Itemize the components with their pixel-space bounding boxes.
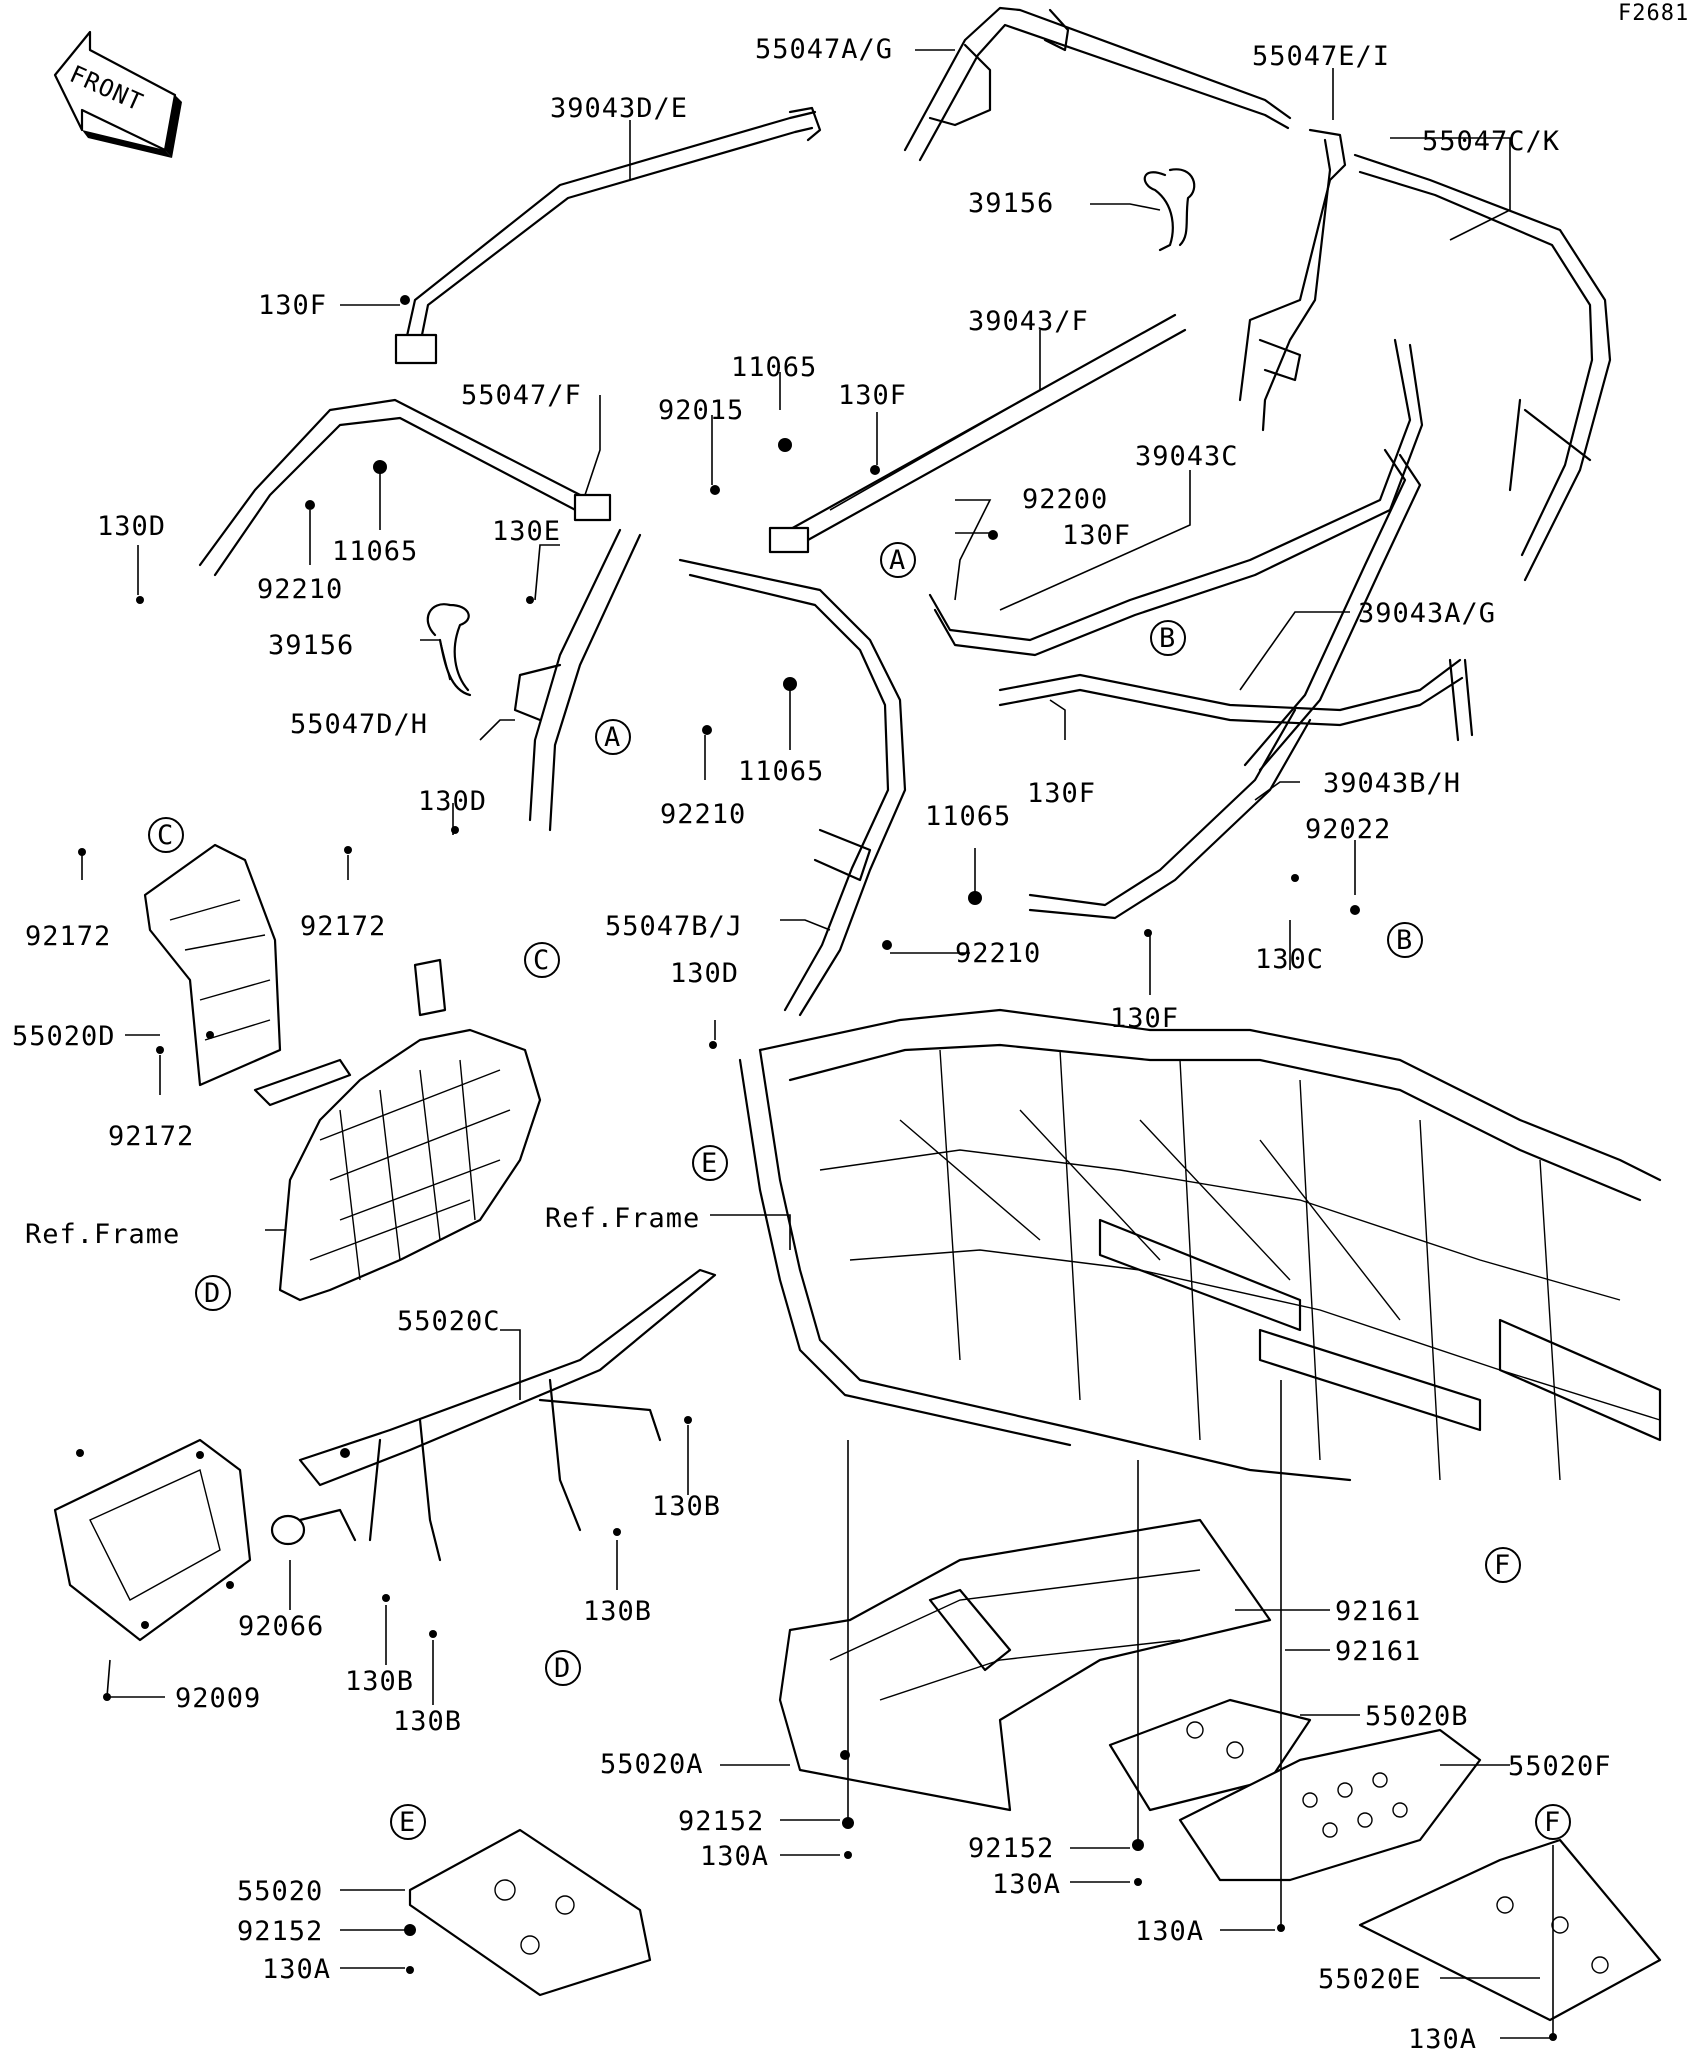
callout-39043C: 39043C [1135, 441, 1239, 472]
callout-130B-a: 130B [652, 1491, 721, 1522]
callout-55020D: 55020D [12, 1021, 116, 1052]
main-frame [738, 1008, 1662, 1482]
ref-bubble-C1: C [148, 817, 184, 853]
ref-bubble-B2: B [1387, 922, 1423, 958]
svg-text:F: F [1544, 1807, 1561, 1838]
callout-130F-b: 130F [838, 380, 907, 411]
callout-130A-e: 130A [1408, 2024, 1477, 2050]
callout-55047-F: 55047/F [461, 380, 582, 411]
callout-ref-frame-left: Ref.Frame [25, 1219, 180, 1250]
callout-130F-a: 130F [258, 290, 327, 321]
skid-plates [408, 1518, 1662, 2022]
callout-92172-c: 92172 [108, 1121, 194, 1152]
callout-130E: 130E [492, 516, 561, 547]
callout-92152-b: 92152 [968, 1833, 1054, 1864]
svg-text:F: F [1494, 1550, 1511, 1581]
front-arrow-icon: FRONT [53, 30, 182, 158]
callout-92152-a: 92152 [678, 1806, 764, 1837]
callout-39043-F: 39043/F [968, 306, 1089, 337]
ref-bubble-F2: F [1535, 1804, 1571, 1840]
svg-text:A: A [604, 722, 621, 753]
callout-55020E: 55020E [1318, 1964, 1422, 1995]
ref-bubble-D1: D [195, 1275, 231, 1311]
svg-text:E: E [701, 1148, 718, 1179]
callout-130D-c: 130D [670, 958, 739, 989]
callout-92022: 92022 [1305, 814, 1391, 845]
ref-bubbles: A A B B C C D D E E F F [148, 542, 1571, 1840]
callout-130F-d: 130F [1027, 778, 1096, 809]
callout-11065-d: 11065 [925, 801, 1011, 832]
callout-130B-d: 130B [393, 1706, 462, 1737]
callout-39043B-H: 39043B/H [1323, 768, 1461, 799]
rops-tubes [198, 6, 1612, 1017]
callout-130F-c: 130F [1062, 520, 1131, 551]
callout-92210-b: 92210 [660, 799, 746, 830]
ref-bubble-B1: B [1150, 620, 1186, 656]
callout-92161-a: 92161 [1335, 1596, 1421, 1627]
svg-text:B: B [1159, 623, 1176, 654]
svg-text:D: D [204, 1278, 221, 1309]
ref-bubble-D2: D [545, 1650, 581, 1686]
callout-130D-a: 130D [97, 511, 166, 542]
callout-130F-e: 130F [1110, 1003, 1179, 1034]
callout-130A-d: 130A [262, 1954, 331, 1985]
callout-130B-c: 130B [345, 1666, 414, 1697]
callout-39156-mid: 39156 [268, 630, 354, 661]
callout-55047D-H: 55047D/H [290, 709, 428, 740]
callout-92210-a: 92210 [257, 574, 343, 605]
svg-text:C: C [533, 945, 550, 976]
ref-bubble-F1: F [1485, 1547, 1521, 1583]
callout-55020B: 55020B [1365, 1701, 1469, 1732]
callout-39156-top: 39156 [968, 188, 1054, 219]
callout-55047B-J: 55047B/J [605, 911, 743, 942]
ref-bubble-E1: E [692, 1145, 728, 1181]
callout-130B-b: 130B [583, 1596, 652, 1627]
left-frame-fragment [143, 843, 542, 1302]
callout-92172-a: 92172 [25, 921, 111, 952]
callout-92161-b: 92161 [1335, 1636, 1421, 1667]
callout-92210-c: 92210 [955, 938, 1041, 969]
callout-39043A-G: 39043A/G [1358, 598, 1496, 629]
ref-bubble-C2: C [524, 942, 560, 978]
callout-11065-a: 11065 [731, 352, 817, 383]
callout-labels: 55047A/G 55047E/I 39043D/E 55047C/K 3915… [12, 34, 1612, 2055]
callout-39043D-E: 39043D/E [550, 93, 688, 124]
callout-130A-a: 130A [700, 1841, 769, 1872]
callout-55020F: 55020F [1508, 1751, 1612, 1782]
callout-130A-b: 130A [992, 1869, 1061, 1900]
callout-55047A-G: 55047A/G [755, 34, 893, 65]
ref-bubble-A2: A [595, 719, 631, 755]
callout-92066: 92066 [238, 1611, 324, 1642]
svg-text:B: B [1396, 925, 1413, 956]
svg-text:A: A [889, 545, 906, 576]
leader-lines [81, 49, 1554, 2039]
callout-55020: 55020 [237, 1876, 323, 1907]
svg-text:E: E [399, 1807, 416, 1838]
callout-92009: 92009 [175, 1683, 261, 1714]
callout-130D-b: 130D [418, 786, 487, 817]
callout-92152-c: 92152 [237, 1916, 323, 1947]
callout-92200: 92200 [1022, 484, 1108, 515]
callout-11065-b: 11065 [332, 536, 418, 567]
callout-ref-frame-mid: Ref.Frame [545, 1203, 700, 1234]
svg-text:D: D [554, 1653, 571, 1684]
callout-92015: 92015 [658, 395, 744, 426]
callout-55020A: 55020A [600, 1749, 704, 1780]
front-bumper [53, 1268, 717, 1642]
svg-text:C: C [157, 820, 174, 851]
callout-55020C: 55020C [397, 1306, 501, 1337]
callout-11065-c: 11065 [738, 756, 824, 787]
figure-code: F2681 [1618, 1, 1689, 26]
callout-55047E-I: 55047E/I [1252, 41, 1390, 72]
callout-92172-b: 92172 [300, 911, 386, 942]
ref-bubble-E2: E [390, 1804, 426, 1840]
callout-130A-c: 130A [1135, 1916, 1204, 1947]
ref-bubble-A1: A [880, 542, 916, 578]
callout-55047C-K: 55047C/K [1422, 126, 1560, 157]
callout-130C: 130C [1255, 944, 1324, 975]
